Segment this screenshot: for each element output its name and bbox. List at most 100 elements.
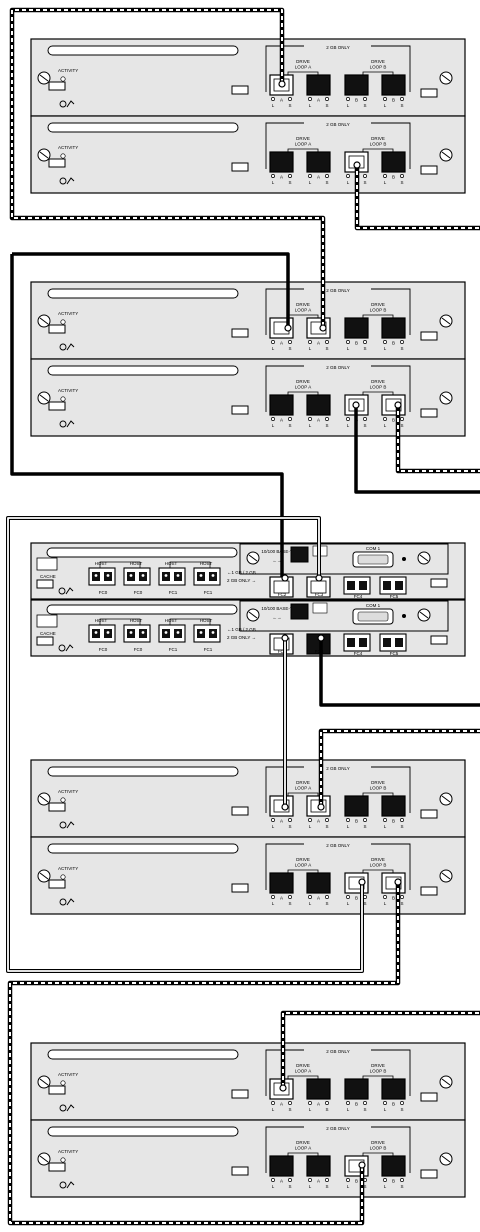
led-icon xyxy=(271,340,275,344)
host-bracket xyxy=(99,618,141,625)
status-label-box xyxy=(312,602,328,614)
drive-loop-b-line2: LOOP B xyxy=(370,863,387,868)
host-port-lane xyxy=(359,581,367,590)
drive-loop-a-line2: LOOP A xyxy=(295,786,311,791)
drive-port-2 xyxy=(306,1078,331,1100)
icon-part xyxy=(66,898,75,906)
led-icon xyxy=(346,417,350,421)
port-body xyxy=(306,1078,331,1100)
thumbscrew-icon xyxy=(439,869,453,883)
latch-handle xyxy=(47,843,239,854)
host-label: HOST xyxy=(165,618,178,623)
port-letter: A xyxy=(317,175,320,180)
gb-only-label: 2 GB ONLY xyxy=(326,766,349,771)
led-icon xyxy=(308,417,312,421)
slot-icon xyxy=(231,405,249,415)
slot-icon xyxy=(231,1166,249,1176)
port-s-label: S xyxy=(288,180,291,185)
drive-loop-a-line1: DRIVE xyxy=(296,136,310,141)
connector-icon xyxy=(281,574,289,582)
led-icon xyxy=(400,340,404,344)
port-body xyxy=(344,74,369,96)
service-action-icon xyxy=(58,587,74,595)
port-s-label: S xyxy=(363,1107,366,1112)
screw-slot xyxy=(441,1155,451,1163)
led-icon xyxy=(325,174,329,178)
thumbscrew-icon xyxy=(439,71,453,85)
link-arrow-icon: ←→ xyxy=(273,615,282,620)
fc-label: FC0 xyxy=(134,647,143,652)
icon-part xyxy=(66,1181,75,1189)
drive-port-3 xyxy=(344,317,369,339)
led-icon xyxy=(271,1178,275,1182)
thumbscrew-icon xyxy=(417,608,431,622)
port-s-label: S xyxy=(400,346,403,351)
slot-icon xyxy=(48,802,66,812)
screw-slot xyxy=(419,554,429,562)
bracket-line xyxy=(265,766,304,813)
slot-icon xyxy=(36,636,54,646)
led-icon xyxy=(308,174,312,178)
port-letter: B xyxy=(392,341,395,346)
drive-loop-a-line2: LOOP A xyxy=(295,1069,311,1074)
led-icon xyxy=(325,1178,329,1182)
latch-handle xyxy=(47,365,239,376)
fc-label: FC5 xyxy=(390,594,399,599)
io-plate xyxy=(239,543,449,575)
activity-label: ACTIVITY xyxy=(58,68,78,73)
led-icon xyxy=(400,1178,404,1182)
port-s-label: S xyxy=(363,423,366,428)
port-letter: B xyxy=(392,819,395,824)
led-icon xyxy=(288,1101,292,1105)
host-label: HOST xyxy=(95,561,108,566)
thumbscrew-icon xyxy=(439,1075,453,1089)
fiber-icon xyxy=(199,574,203,577)
cables xyxy=(6,7,480,1226)
ethernet-port xyxy=(290,603,309,620)
led-icon xyxy=(60,396,66,402)
port-l-label: L xyxy=(384,103,387,108)
gb-only-label: 2 GB ONLY xyxy=(326,1126,349,1131)
port-s-label: S xyxy=(288,103,291,108)
icon-part xyxy=(59,1104,67,1112)
port-body xyxy=(381,1078,406,1100)
port-letter: A xyxy=(280,1102,283,1107)
speed-label-2gb: 2 GB ONLY → xyxy=(227,635,256,640)
fc-label: FC1 xyxy=(204,590,213,595)
port-body xyxy=(344,1078,369,1100)
service-action-icon xyxy=(59,821,75,829)
drive-port-4 xyxy=(381,317,406,339)
port-letter: A xyxy=(317,896,320,901)
led-icon xyxy=(271,417,275,421)
led-icon xyxy=(383,417,387,421)
port-s-label: S xyxy=(363,180,366,185)
led-icon xyxy=(363,417,367,421)
led-icon xyxy=(288,1178,292,1182)
led-icon xyxy=(363,174,367,178)
base-t-label: 10/100 BASE-T xyxy=(261,606,293,611)
activity-label: ACTIVITY xyxy=(58,1072,78,1077)
port-l-label: L xyxy=(384,901,387,906)
port-l-label: L xyxy=(347,901,350,906)
fiber-icon xyxy=(164,631,168,634)
thumbscrew-icon xyxy=(439,792,453,806)
led-icon xyxy=(288,895,292,899)
connector-icon xyxy=(319,324,327,332)
drive-loop-a-line1: DRIVE xyxy=(296,379,310,384)
port-s-label: S xyxy=(400,901,403,906)
port-s-label: S xyxy=(363,346,366,351)
port-letter: B xyxy=(392,98,395,103)
led-icon xyxy=(383,818,387,822)
led-icon xyxy=(400,417,404,421)
led-icon xyxy=(288,97,292,101)
drive-loop-a-line2: LOOP A xyxy=(295,1146,311,1151)
thumbscrew-icon xyxy=(37,148,51,162)
port-body xyxy=(381,317,406,339)
led-icon xyxy=(288,340,292,344)
